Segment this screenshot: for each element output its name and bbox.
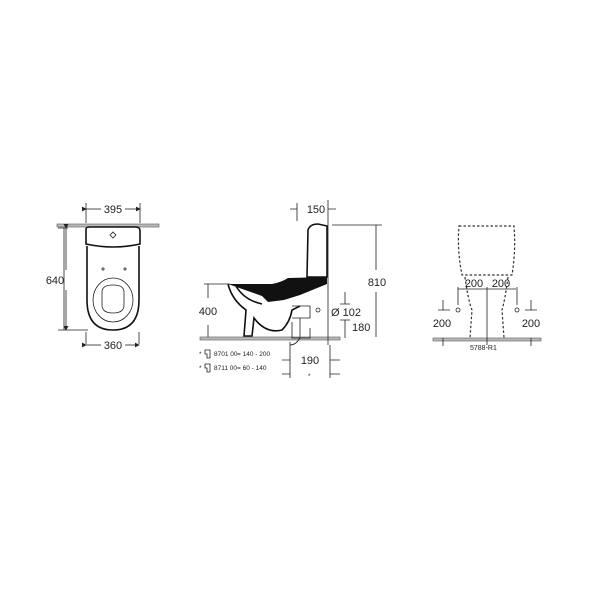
svg-text:8701 00: 8701 00 (214, 351, 238, 358)
dim-rim-height: 400 (199, 306, 217, 318)
dim-left-offset: 200 (465, 278, 483, 290)
side-bowl (227, 283, 301, 337)
svg-text:= 140 - 200: = 140 - 200 (237, 351, 270, 358)
fixing-hole-right (514, 307, 520, 313)
dim-left-height: 200 (433, 318, 451, 330)
svg-text:*: * (199, 351, 202, 358)
dim-outlet-distance: 190 (301, 355, 319, 367)
dim-right-offset: 200 (492, 278, 510, 290)
dim-outlet-diameter: Ø 102 (331, 307, 361, 319)
svg-text:= 60 - 140: = 60 - 140 (237, 365, 267, 372)
flush-button-icon (109, 231, 117, 239)
drawing-code: 5788-R1 (470, 345, 497, 352)
dim-total-height: 810 (368, 277, 386, 289)
legend-item: * 8701 00 = 140 - 200 (199, 349, 270, 359)
connector-icon (204, 349, 211, 359)
svg-text:*: * (199, 365, 202, 372)
dim-depth: 640 (46, 275, 64, 287)
dim-right-height: 200 (522, 318, 540, 330)
plan-seat-inner (101, 284, 125, 314)
dim-width-top: 395 (104, 204, 122, 216)
side-body (228, 277, 327, 302)
legend-item: * 8711 00 = 60 - 140 (199, 363, 267, 373)
floor-line (199, 336, 341, 341)
front-view: 200 200 200 200 5788-R1 (432, 225, 542, 352)
asterisk-note: * (308, 373, 311, 380)
side-outlet (289, 305, 311, 346)
fixing-hole-left (455, 307, 461, 313)
side-view: 400 150 810 Ø 102 180 190 * * 8701 00 = … (199, 200, 386, 380)
plan-seat-outer (92, 277, 134, 323)
front-tank (457, 225, 516, 276)
plan-tank (85, 226, 141, 248)
svg-text:8711 00: 8711 00 (214, 365, 237, 372)
side-tank (306, 223, 328, 278)
connector-icon (204, 363, 211, 373)
dim-width-bottom: 360 (104, 340, 122, 352)
plan-view: 395 640 360 (46, 203, 160, 352)
dim-tank-offset: 150 (307, 204, 325, 216)
dim-outlet-height: 180 (352, 322, 370, 334)
plan-bowl (86, 246, 140, 331)
front-bowl (464, 276, 509, 339)
legend: * 8701 00 = 140 - 200 * 8711 00 = 60 - 1… (199, 349, 270, 373)
fixing-marks (101, 267, 127, 271)
